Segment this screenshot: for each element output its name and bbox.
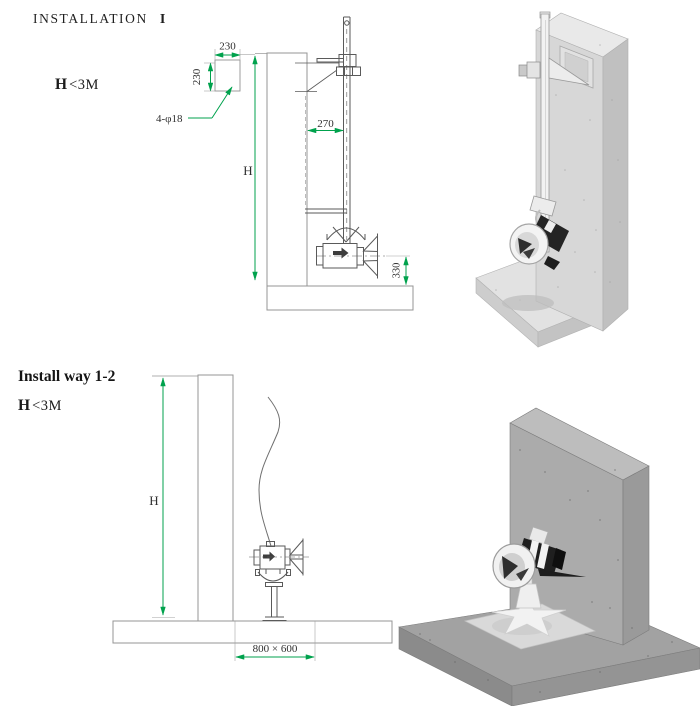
- lower-bracket: [305, 208, 347, 214]
- section-2-condition-value: <3M: [32, 398, 62, 414]
- base-plate-3d: [463, 597, 597, 650]
- installation-1-drawing: 230 230 4-φ18 270 H 330: [156, 16, 414, 311]
- star-foot: [491, 597, 567, 637]
- dim-base-plate: 800 × 600: [253, 643, 298, 655]
- dim-mixer-to-floor: 330: [392, 263, 403, 279]
- install-way-1-2-3d-view: [398, 407, 700, 706]
- concrete-wall-3d: [535, 12, 629, 332]
- power-cable: [258, 396, 281, 547]
- extension-lines: [204, 49, 410, 257]
- section-1-condition-value: <3M: [69, 77, 99, 93]
- section-2-title-text: Install way 1-2: [18, 368, 116, 385]
- mixer-shadow: [502, 295, 554, 311]
- wall-and-floor-outline: [255, 52, 414, 311]
- dim-wall-to-rail: 270: [317, 118, 334, 130]
- section-1-condition-symbol: H: [55, 76, 68, 93]
- dim-water-depth-label: H: [243, 163, 252, 178]
- mixer-3d: [509, 195, 569, 270]
- dim-bracket-height: 230: [191, 68, 203, 85]
- dimension-lines: [188, 52, 409, 286]
- section-1-title: INSTALLATION I: [33, 11, 165, 28]
- concrete-wall-3d-2: [509, 407, 650, 646]
- section-1-condition: H<3M: [55, 76, 99, 94]
- mixer-3d-2: [492, 526, 586, 589]
- anchor-plate-detail: [214, 59, 241, 92]
- dimension-lines-2: [160, 377, 315, 660]
- installation-1-3d-view: [475, 11, 629, 348]
- section-2-condition: H<3M: [18, 397, 62, 415]
- dim-bracket-width: 230: [219, 41, 236, 53]
- concrete-speckles-bottom: [419, 449, 673, 693]
- mixer-side-view: [316, 226, 386, 279]
- section-1-title-text: INSTALLATION: [33, 11, 148, 26]
- wall-and-floor-outline-2: [112, 374, 393, 644]
- dim-water-depth-label-2: H: [149, 493, 158, 508]
- section-2-condition-symbol: H: [18, 397, 31, 414]
- install-way-1-2-drawing: H 800 × 600: [112, 374, 393, 661]
- dim-anchor-holes: 4-φ18: [156, 113, 183, 125]
- mixer-on-stand: [249, 538, 309, 621]
- bracket-arm-3d: [518, 57, 590, 86]
- section-1-title-numeral: I: [159, 12, 166, 27]
- section-2-title: Install way 1-2: [18, 368, 115, 386]
- extension-lines-2: [152, 617, 316, 661]
- top-bracket: [295, 54, 361, 92]
